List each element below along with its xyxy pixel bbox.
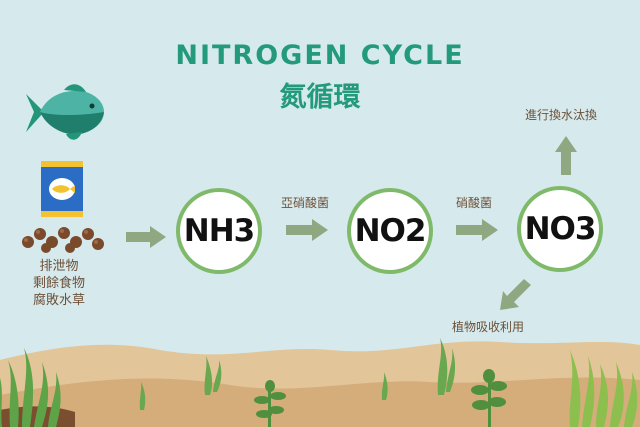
arrow-no3-up [555,136,577,175]
leafy-plant-center [254,380,286,427]
seaweed-left [0,348,61,427]
node-no3: NO3 [517,186,603,272]
node-no3-label: NO3 [524,211,597,247]
arrow-no3-down [500,279,531,310]
edge-label-water-change: 進行換水汰換 [525,108,598,122]
source-label-line: 剩餘食物 [32,276,85,291]
small-plants [139,338,456,410]
title-english: NITROGEN CYCLE [175,40,465,71]
source-labels: 排泄物 剩餘食物 腐敗水草 [14,258,104,309]
edge-label-nitrate-bacteria: 硝酸菌 [456,196,493,210]
node-no2-label: NO2 [354,213,427,249]
edge-label-nitrite-bacteria: 亞硝酸菌 [281,196,330,210]
seaweed-right [569,350,638,427]
leafy-plant-right [471,369,507,427]
food-pellets-icon [22,227,104,253]
source-label-line: 排泄物 [39,259,79,274]
arrow-nh3-to-no2 [286,219,328,241]
node-nh3: NH3 [176,188,262,274]
source-label-line: 腐敗水草 [32,293,85,308]
node-nh3-label: NH3 [183,213,255,249]
arrow-no2-to-no3 [456,219,498,241]
fish-icon [26,84,104,140]
title-chinese: 氮循環 [279,82,361,113]
fish-food-bag-icon [41,161,83,217]
arrow-source-to-nh3 [126,226,166,248]
node-no2: NO2 [347,188,433,274]
edge-label-plant-uptake: 植物吸收利用 [452,320,525,334]
